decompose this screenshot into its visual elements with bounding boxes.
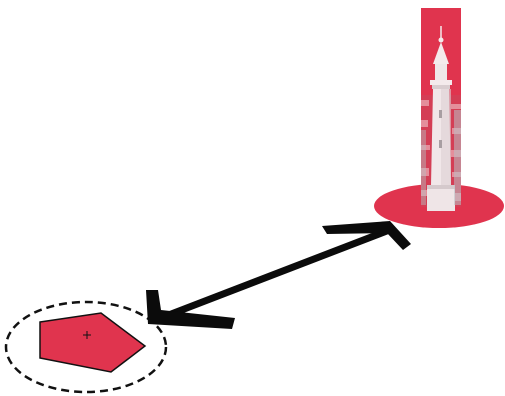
minaret-image <box>421 8 461 213</box>
double-headed-arrow <box>146 221 411 329</box>
left-target <box>6 302 166 392</box>
left-target-hexagon <box>40 313 145 372</box>
right-target <box>374 8 504 228</box>
arrow-shaft <box>166 229 392 316</box>
